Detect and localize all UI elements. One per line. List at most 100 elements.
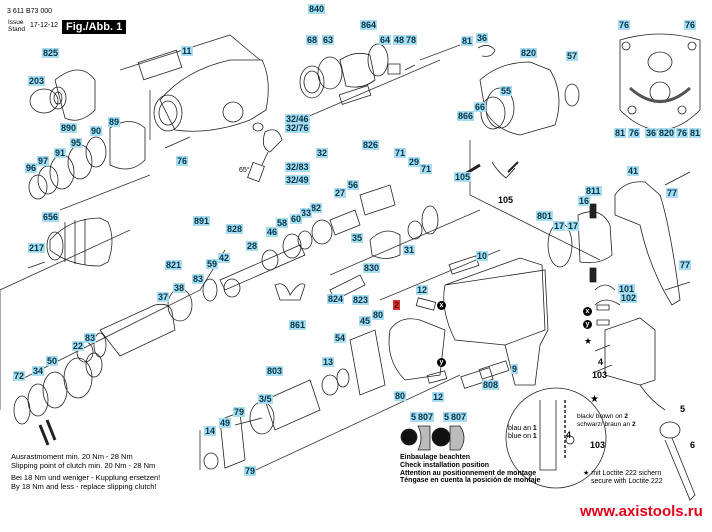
- callout-label-808: 808: [482, 380, 500, 390]
- callout-label-59: 59: [206, 259, 219, 269]
- install-line-en: Check installation position: [400, 461, 490, 469]
- callout-label-76: 76: [628, 128, 641, 138]
- black-en: black/ brown on: [577, 413, 623, 420]
- callout-label-2: 2: [393, 300, 401, 310]
- callout-label-803: 803: [266, 366, 284, 376]
- callout-label-81: 81: [461, 36, 474, 46]
- callout-label-76: 76: [676, 128, 689, 138]
- connector-x-mark: x: [437, 301, 446, 310]
- brush-holder-drawing: [548, 204, 620, 325]
- callout-label-32-83: 32/83: [285, 162, 310, 172]
- callout-label-76: 76: [176, 156, 189, 166]
- callout-label-81: 81: [614, 128, 627, 138]
- callout-label-830: 830: [363, 263, 381, 273]
- callout-label-45: 45: [359, 316, 372, 326]
- callout-label-105: 105: [498, 195, 514, 205]
- callout-label-4: 4: [598, 357, 604, 367]
- callout-label-33: 33: [300, 208, 313, 218]
- clutch-note-de: Ausrastmoment min. 20 Nm - 28 Nm: [11, 452, 133, 461]
- callout-label-95: 95: [70, 138, 83, 148]
- callout-label-17: 17: [553, 221, 566, 231]
- cord-drawing: [640, 385, 695, 500]
- callout-label-97: 97: [37, 156, 50, 166]
- terminal-2-badge: 2: [624, 413, 628, 420]
- callout-label-820: 820: [658, 128, 676, 138]
- callout-label-864: 864: [360, 20, 378, 30]
- callout-label-101: 101: [618, 284, 636, 294]
- callout-label: 807: [450, 412, 468, 422]
- star-icon: ★: [590, 394, 599, 405]
- callout-label-80: 80: [394, 391, 407, 401]
- loctite-note: ★ mit Loctite 222 sichern secure with Lo…: [583, 470, 663, 486]
- callout-label-64: 64: [379, 35, 392, 45]
- callout-label-9: 9: [511, 364, 519, 374]
- chuck-656-drawing: [28, 218, 112, 268]
- callout-label-823: 823: [352, 295, 370, 305]
- callout-label-91: 91: [54, 148, 67, 158]
- callout-label: 807: [417, 412, 435, 422]
- callout-label-866: 866: [457, 111, 475, 121]
- callout-label-54: 54: [334, 333, 347, 343]
- callout-label-63: 63: [322, 35, 335, 45]
- callout-label-4: 4: [566, 430, 572, 440]
- clutch-rings-drawing: [14, 353, 102, 445]
- loctite-de: mit Loctite 222 sichern: [591, 470, 662, 477]
- replace-note-de: Bei 18 Nm und weniger - Kupplung ersetze…: [11, 473, 161, 482]
- callout-label-48: 48: [393, 35, 406, 45]
- callout-label-55: 55: [500, 86, 513, 96]
- callout-label-10: 10: [476, 251, 489, 261]
- callout-label-72: 72: [13, 371, 26, 381]
- callout-label-17: 17: [567, 221, 580, 231]
- callout-label-49: 49: [219, 418, 232, 428]
- callout-label-28: 28: [246, 241, 259, 251]
- bearings-840-drawing: [300, 44, 415, 104]
- callout-label-82: 82: [310, 203, 323, 213]
- callout-label-68: 68: [306, 35, 319, 45]
- callout-label-820: 820: [520, 48, 538, 58]
- install-line-de: Einbaulage beachten: [400, 454, 471, 461]
- clutch-note: Ausrastmoment min. 20 Nm - 28 Nm Slippin…: [11, 452, 155, 470]
- callout-label-105: 105: [454, 172, 472, 182]
- connector-y-mark: y: [437, 358, 446, 367]
- gear-housing-drawing: [138, 50, 268, 148]
- star-icon: ★: [583, 470, 590, 477]
- piston-assembly-drawing: [220, 185, 438, 300]
- callout-label-36: 36: [476, 33, 489, 43]
- callout-label-811: 811: [585, 186, 602, 196]
- issue-label: Issue Stand: [8, 19, 25, 33]
- callout-label-76: 76: [618, 20, 631, 30]
- callout-label: 5: [443, 412, 451, 422]
- callout-label-103: 103: [592, 370, 608, 380]
- install-line-es: Téngase en cuenta la posición de montaje: [400, 477, 541, 485]
- callout-label-656: 656: [42, 212, 60, 222]
- callout-label-77: 77: [666, 188, 679, 198]
- callout-label-826: 826: [362, 140, 380, 150]
- blue-wire-note: blau an 1 blue on 1: [508, 425, 537, 441]
- motor-housing-drawing: [444, 256, 548, 388]
- issue-label-en: Stand: [8, 26, 25, 33]
- issue-date: 17-12-12: [30, 22, 59, 29]
- callout-label-801: 801: [536, 211, 554, 221]
- callout-label-102: 102: [620, 293, 638, 303]
- clutch-note-en: Slipping point of clutch min. 20 Nm - 28…: [11, 461, 156, 470]
- chuck-825-drawing: [30, 70, 95, 120]
- figure-label: Fig./Abb. 1: [62, 20, 127, 34]
- callout-label-6: 6: [690, 440, 696, 450]
- callout-label-56: 56: [347, 180, 360, 190]
- blue-en: blue on: [508, 433, 531, 440]
- callout-label-96: 96: [25, 163, 38, 173]
- terminal-1-badge: 1: [532, 425, 537, 432]
- black-de: schwarz/ braun an: [577, 421, 631, 428]
- replace-note: Bei 18 Nm und weniger - Kupplung ersetze…: [11, 473, 160, 491]
- terminal-1-badge: 1: [532, 433, 537, 440]
- blue-de: blau an: [508, 425, 531, 432]
- callout-label-50: 50: [46, 356, 59, 366]
- callout-label-41: 41: [627, 166, 640, 176]
- callout-label-66: 66: [474, 102, 487, 112]
- callout-label-12: 12: [416, 285, 429, 295]
- callout-label-217: 217: [28, 243, 46, 253]
- watermark-url[interactable]: www.axistools.ru: [580, 503, 703, 520]
- connector-y-mark: y: [583, 320, 592, 329]
- callout-label-5: 5: [680, 404, 686, 414]
- callout-label-16: 16: [578, 196, 591, 206]
